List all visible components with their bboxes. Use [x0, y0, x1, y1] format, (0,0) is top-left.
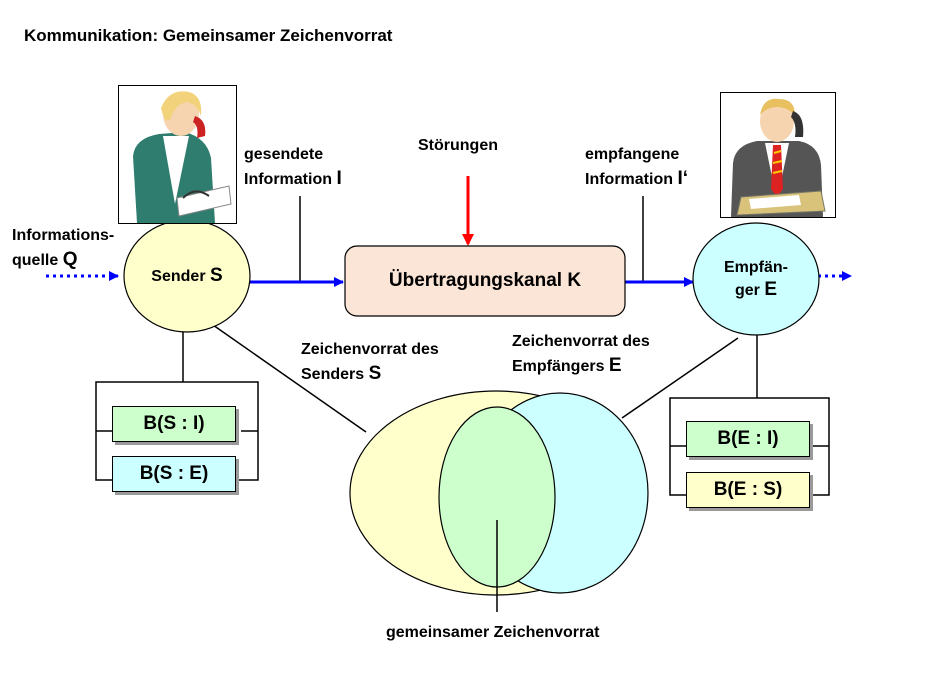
- page-title: Kommunikation: Gemeinsamer Zeichenvorrat: [24, 26, 393, 45]
- channel-box: Übertragungskanal K: [345, 246, 625, 316]
- sender-box-info: B(S : I): [112, 406, 236, 442]
- receiver-set-label: Zeichenvorrat des Empfängers E: [512, 330, 650, 379]
- common-set-label: gemeinsamer Zeichenvorrat: [386, 624, 600, 641]
- sender-set-line1: Zeichenvorrat des: [301, 341, 439, 358]
- source-label: Informations- quelle Q: [12, 224, 114, 273]
- receiver-box-sender: B(E : S): [686, 472, 810, 508]
- woman-on-phone-icon: [118, 85, 237, 224]
- sender-label: Sender S: [151, 264, 223, 286]
- sent-info-line1: gesendete: [244, 146, 324, 163]
- receiver-circle: [692, 222, 820, 336]
- received-info-label: empfangene Information I‘: [585, 143, 688, 192]
- receiver-to-set-line: [621, 337, 739, 419]
- receiver-bracket: [669, 397, 830, 496]
- sender-set-line2: Senders S: [301, 363, 382, 384]
- sender-set-label: Zeichenvorrat des Senders S: [301, 338, 439, 387]
- sent-info-line2: Information I: [244, 168, 342, 189]
- receiver-set-line2: Empfängers E: [512, 355, 622, 376]
- channel-box-shape: [344, 245, 626, 317]
- received-info-line2: Information I‘: [585, 168, 689, 189]
- noise-label: Störungen: [418, 137, 498, 154]
- sent-info-label: gesendete Information I: [244, 143, 342, 192]
- sender-to-set-line: [212, 324, 367, 433]
- sender-box-receiver: B(S : E): [112, 456, 236, 492]
- receiver-box-info: B(E : I): [686, 421, 810, 457]
- received-info-line1: empfangene: [585, 146, 680, 163]
- channel-label: Übertragungskanal K: [388, 270, 582, 291]
- sender-node: Sender S: [124, 220, 250, 332]
- receiver-node: Empfän- ger E: [693, 223, 819, 335]
- source-label-line1: Informations-: [12, 227, 115, 244]
- source-label-line2: quelle Q: [12, 249, 78, 270]
- sender-bracket: [95, 381, 259, 481]
- receiver-label-line1: Empfän-: [724, 258, 788, 276]
- receiver-label-line2: ger E: [734, 278, 778, 300]
- man-on-phone-icon: [720, 92, 836, 218]
- receiver-set-line1: Zeichenvorrat des: [512, 333, 650, 350]
